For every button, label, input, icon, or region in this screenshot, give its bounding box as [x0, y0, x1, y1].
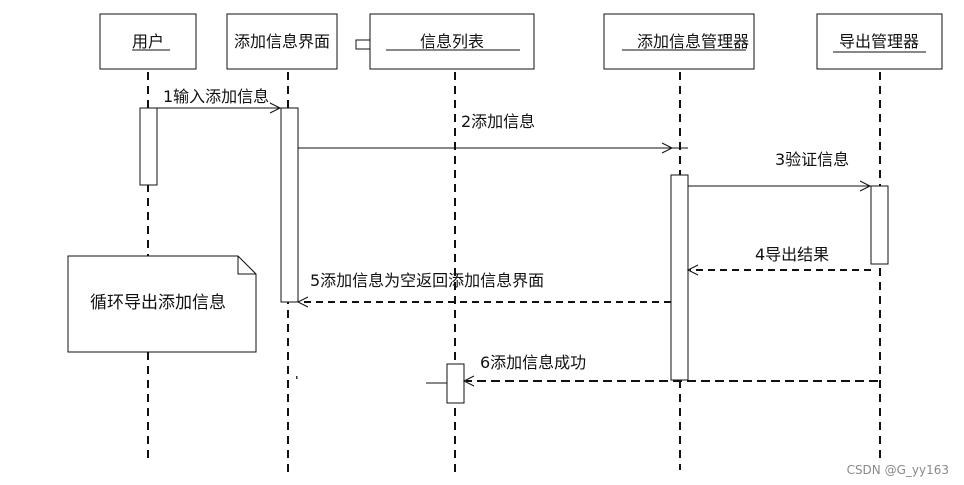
participant-info-list-box — [369, 13, 535, 70]
loop-note-text: 循环导出添加信息 — [90, 293, 226, 313]
activation-user — [139, 107, 158, 186]
participant-add-manager-label: 添加信息管理器 — [637, 32, 749, 51]
message-2-arrowhead — [661, 142, 674, 154]
message-3-arrowhead — [859, 180, 872, 192]
message-4-label: 4导出结果 — [755, 245, 829, 264]
activation-info-list — [446, 363, 465, 404]
stray-mark — [296, 376, 298, 379]
activation-add-ui — [280, 107, 299, 303]
participant-user-box — [99, 13, 197, 70]
participant-add-ui-label: 添加信息界面 — [234, 32, 330, 51]
message-5-arrowhead — [296, 296, 309, 308]
message-4-arrowhead — [686, 264, 699, 276]
participant-user-label: 用户 — [132, 32, 164, 51]
participant-export-manager-label: 导出管理器 — [839, 32, 919, 51]
participant-info-list-label: 信息列表 — [420, 32, 484, 51]
loop-note-fold — [237, 256, 256, 275]
message-1-arrowhead — [269, 102, 282, 114]
participant-add-manager-box — [603, 13, 755, 70]
loop-note-box — [67, 255, 257, 353]
participant-export-manager-box — [816, 13, 943, 70]
component-port-icon — [355, 39, 371, 50]
message-2-label: 2添加信息 — [461, 112, 535, 131]
activation-export-manager — [870, 185, 889, 265]
message-3-label: 3验证信息 — [775, 150, 849, 169]
activation-add-manager — [670, 174, 689, 381]
message-6-label: 6添加信息成功 — [480, 353, 586, 372]
message-1-label: 1输入添加信息 — [163, 87, 269, 106]
participant-add-ui-box — [226, 13, 338, 70]
watermark-text: CSDN @G_yy163 — [847, 463, 949, 477]
message-6-arrowhead — [462, 375, 475, 387]
message-5-label: 5添加信息为空返回添加信息界面 — [310, 271, 544, 290]
